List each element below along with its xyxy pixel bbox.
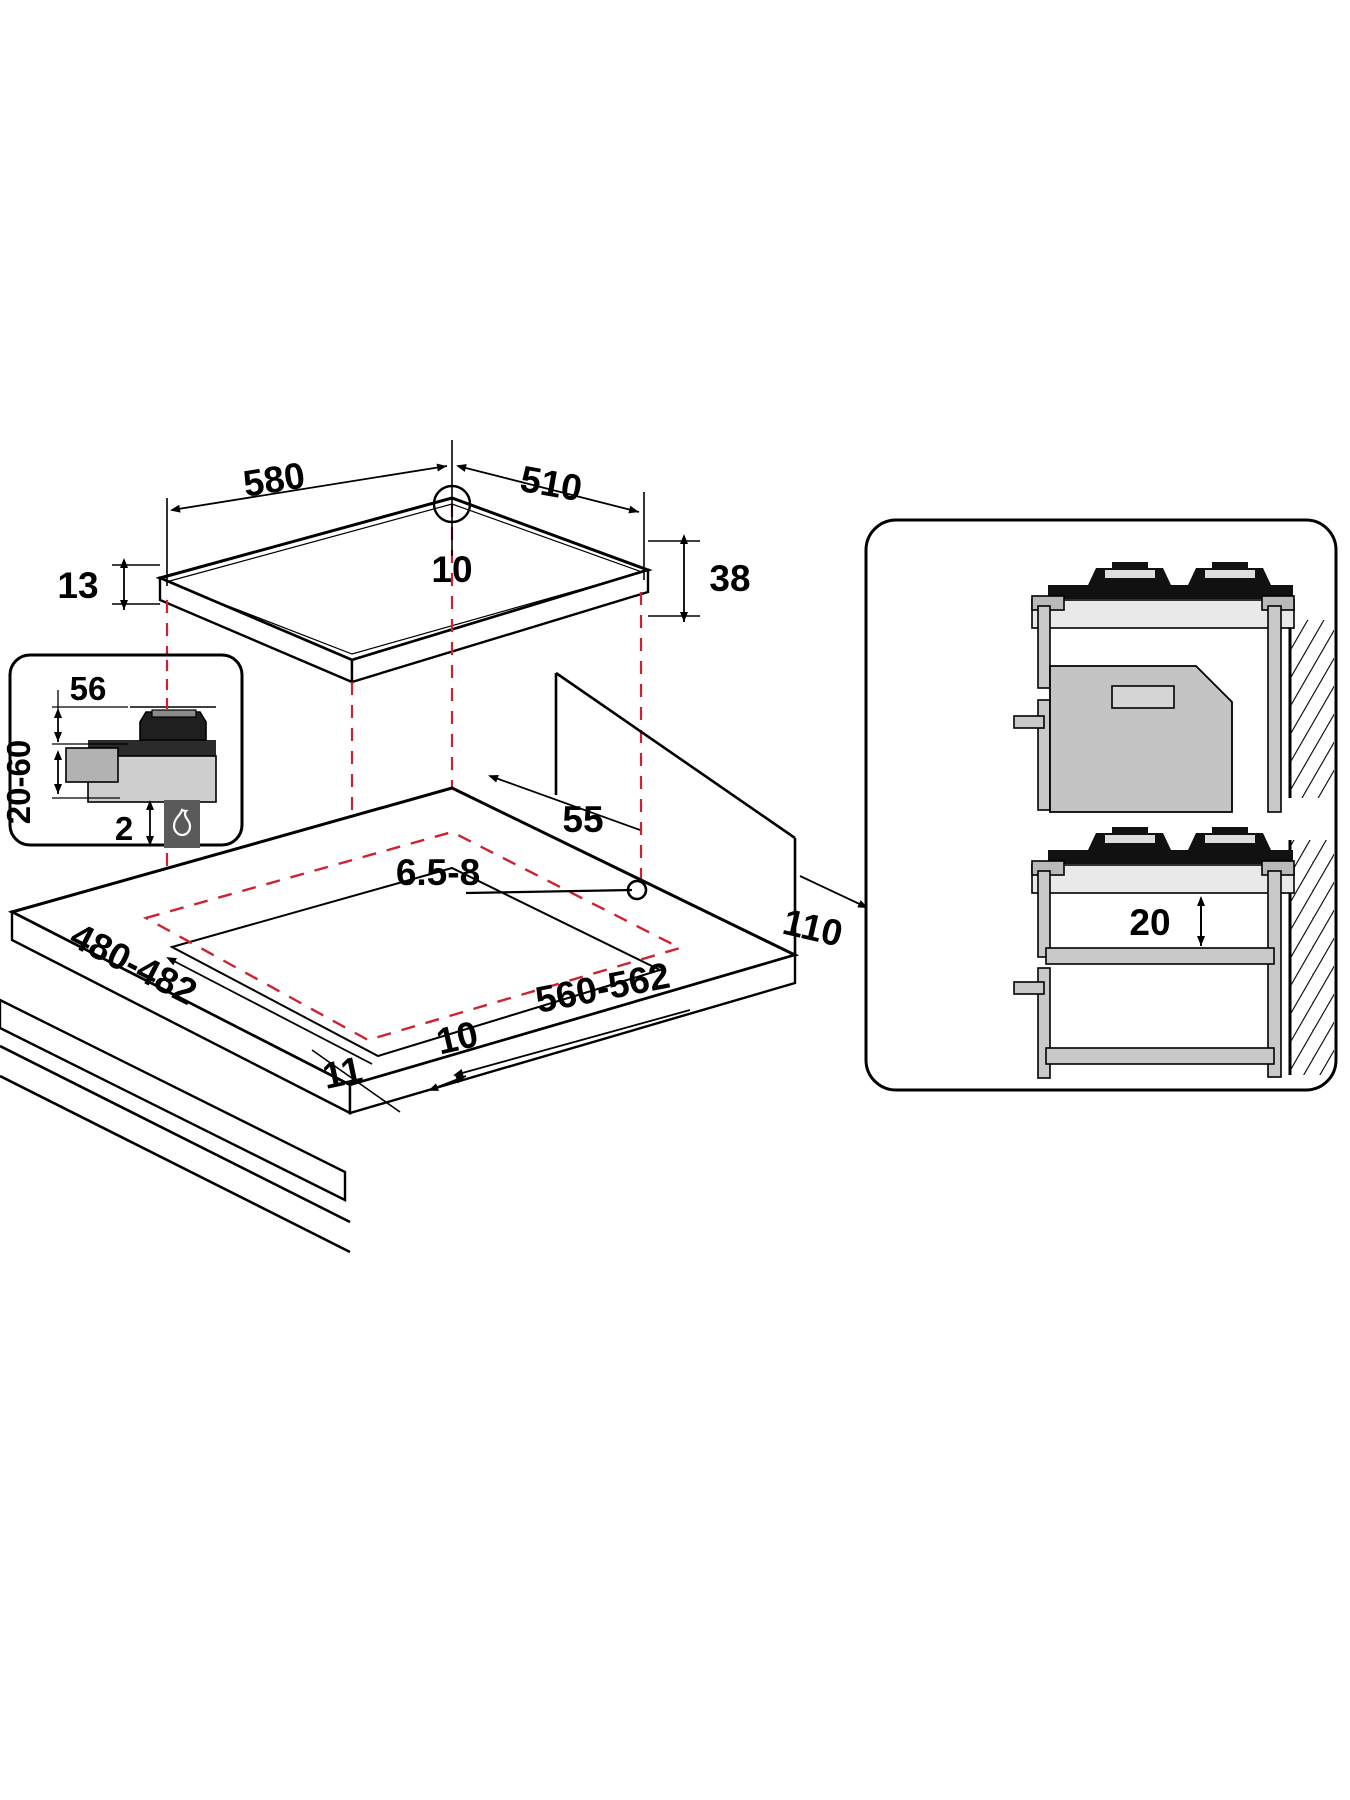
label-580: 580 — [240, 455, 307, 505]
dimension-10-corner: 10 — [428, 1013, 482, 1091]
label-56: 56 — [70, 670, 107, 707]
dimension-10-hole: 10 — [431, 484, 473, 590]
dimension-13: 13 — [57, 558, 160, 610]
dimension-11: 11 — [311, 1049, 401, 1113]
dimension-38: 38 — [648, 534, 751, 622]
label-38: 38 — [709, 558, 750, 599]
label-20: 20 — [1129, 902, 1170, 943]
gas-flame-icon — [172, 808, 192, 837]
dimension-110: 110 — [779, 838, 869, 955]
label-11: 11 — [319, 1049, 366, 1097]
dimension-510: 510 — [456, 458, 645, 580]
inset-left-burner-detail: 56 20-60 2 — [0, 653, 244, 848]
label-10-hole: 10 — [431, 549, 472, 590]
label-6p5-8: 6.5-8 — [396, 852, 480, 893]
label-2: 2 — [115, 810, 133, 847]
label-110: 110 — [779, 901, 846, 954]
inset-right-upper — [1013, 562, 1334, 813]
inset-right-lower: 20 — [1013, 827, 1334, 1079]
label-20-60: 20-60 — [0, 740, 37, 824]
label-510: 510 — [517, 458, 585, 509]
dimension-55: 55 — [488, 774, 641, 840]
label-10-corner: 10 — [433, 1013, 482, 1062]
dimension-6p5-8: 6.5-8 — [396, 852, 648, 901]
dimension-580: 580 — [166, 440, 453, 586]
label-55: 55 — [562, 799, 603, 840]
hob-body-isometric — [155, 496, 653, 684]
inset-right-panel: 20 — [864, 518, 1338, 1092]
cutout-dashed-outline — [142, 830, 684, 1042]
label-13: 13 — [57, 565, 98, 606]
